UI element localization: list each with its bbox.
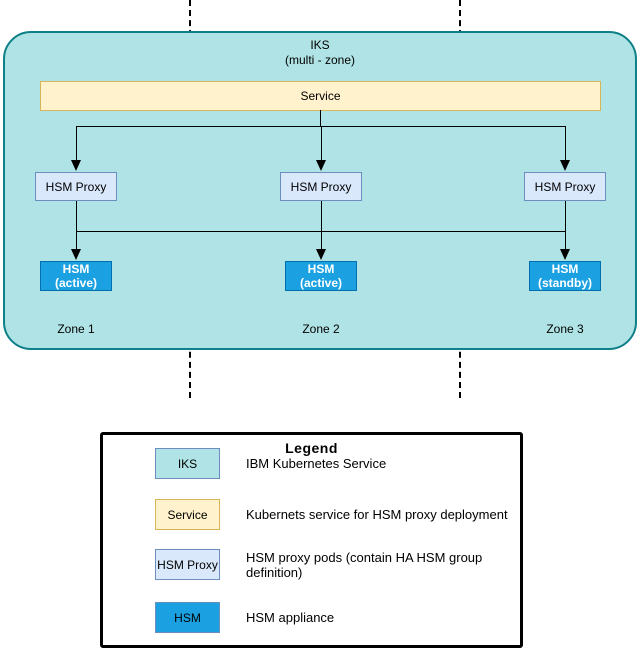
legend-item-hsm: HSM HSM appliance	[155, 602, 514, 633]
hsm-proxy-label: HSM Proxy	[290, 179, 352, 194]
arrow-down-icon	[316, 160, 326, 171]
legend-description: Kubernets service for HSM proxy deployme…	[246, 507, 508, 522]
hsm-box-zone3: HSM (standby)	[529, 261, 601, 291]
hsm-proxy-label: HSM Proxy	[45, 179, 107, 194]
zone-label-1: Zone 1	[57, 322, 95, 336]
arrow-down-icon	[71, 160, 81, 171]
arrow-down-icon	[71, 249, 81, 260]
hsm-label-line2: (active)	[299, 276, 343, 290]
connector-proxy-to-hsm-3	[565, 201, 566, 250]
zone-label-2: Zone 2	[302, 322, 340, 336]
service-box: Service	[40, 81, 601, 111]
zone-label-3: Zone 3	[546, 322, 584, 336]
connector-service-to-proxy-3	[565, 126, 566, 161]
legend-swatch-iks: IKS	[155, 448, 220, 479]
hsm-proxy-label: HSM Proxy	[534, 179, 596, 194]
legend-item-iks: IKS IBM Kubernetes Service	[155, 448, 514, 479]
connector-service-to-proxy-2	[321, 126, 322, 161]
legend-box: Legend IKS IBM Kubernetes Service Servic…	[100, 432, 523, 648]
legend-swatch-label: HSM	[174, 610, 201, 625]
legend-description: IBM Kubernetes Service	[246, 456, 387, 471]
hsm-label-line2: (active)	[54, 276, 98, 290]
legend-swatch-label: HSM Proxy	[157, 557, 218, 572]
hsm-label-line2: (standby)	[538, 276, 592, 290]
hsm-proxy-box-zone3: HSM Proxy	[524, 172, 606, 201]
legend-description: HSM appliance	[246, 610, 335, 625]
hsm-box-zone2: HSM (active)	[285, 261, 357, 291]
hsm-label-line1: HSM	[307, 262, 335, 276]
iks-title-line2: (multi - zone)	[284, 53, 355, 67]
legend-swatch-hsm: HSM	[155, 602, 220, 633]
hsm-box-zone1: HSM (active)	[40, 261, 112, 291]
legend-swatch-label: Service	[167, 507, 208, 522]
arrow-down-icon	[316, 249, 326, 260]
hsm-label-line1: HSM	[551, 262, 579, 276]
service-label: Service	[300, 89, 341, 103]
connector-proxy-to-hsm-2	[321, 201, 322, 250]
hsm-proxy-box-zone1: HSM Proxy	[35, 172, 117, 201]
arrow-down-icon	[560, 249, 570, 260]
legend-item-hsm-proxy: HSM Proxy HSM proxy pods (contain HA HSM…	[155, 549, 514, 580]
iks-title-line1: IKS	[310, 38, 330, 52]
legend-title: Legend	[285, 440, 338, 456]
connector-proxy-to-hsm-1	[76, 201, 77, 250]
legend-swatch-hsm-proxy: HSM Proxy	[155, 549, 220, 580]
connector-service-stub	[320, 110, 321, 126]
connector-service-to-proxy-1	[76, 126, 77, 161]
arrow-down-icon	[560, 160, 570, 171]
legend-swatch-service: Service	[155, 499, 220, 530]
hsm-proxy-box-zone2: HSM Proxy	[280, 172, 362, 201]
legend-item-service: Service Kubernets service for HSM proxy …	[155, 499, 514, 530]
iks-container-title: IKS (multi - zone)	[3, 38, 637, 68]
legend-swatch-label: IKS	[177, 456, 198, 471]
hsm-label-line1: HSM	[62, 262, 90, 276]
legend-description: HSM proxy pods (contain HA HSM group def…	[246, 549, 483, 580]
